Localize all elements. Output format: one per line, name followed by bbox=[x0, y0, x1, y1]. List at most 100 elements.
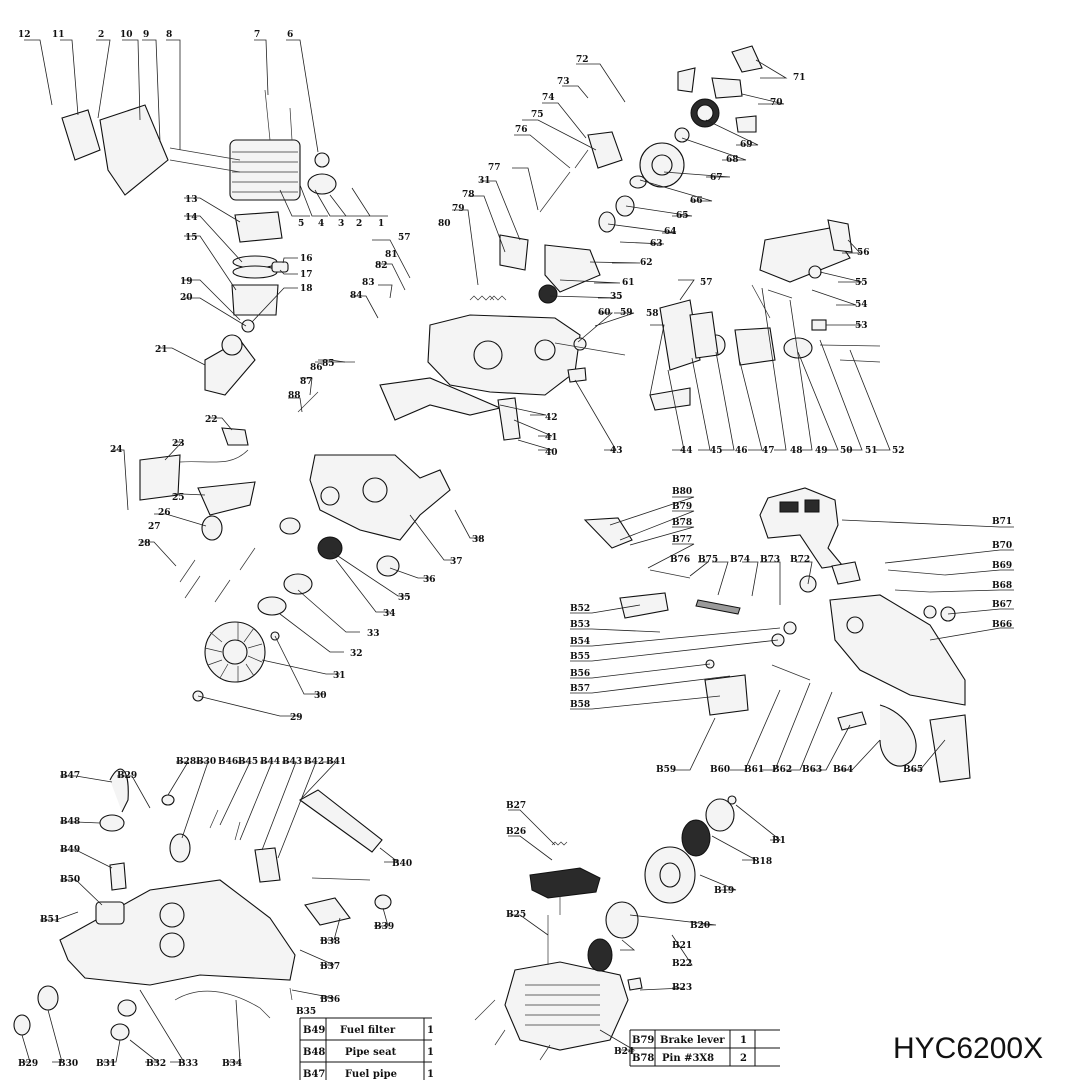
trigger bbox=[497, 397, 521, 441]
svg-text:B46: B46 bbox=[218, 757, 238, 767]
svg-text:17: 17 bbox=[300, 270, 313, 280]
rewind-spring-case bbox=[605, 901, 639, 939]
brake-lever bbox=[583, 517, 633, 549]
svg-text:23: 23 bbox=[172, 439, 185, 449]
brake-callouts: B80 B79 B78 B77 B76 B75 B74 B73 B72 B71 … bbox=[570, 487, 1014, 775]
svg-text:B57: B57 bbox=[570, 684, 590, 694]
svg-text:B66: B66 bbox=[992, 620, 1012, 630]
part-code: B48 bbox=[303, 1047, 325, 1058]
svg-text:35: 35 bbox=[610, 292, 623, 302]
chain-brake-assembly: B80 B79 B78 B77 B76 B75 B74 B73 B72 B71 … bbox=[570, 487, 1014, 783]
throttle-lockout bbox=[304, 897, 351, 926]
starter-assembly: B27 B26 B25 B24 B23 B22 B21 B20 B19 B18 … bbox=[474, 795, 786, 1061]
bearing-left bbox=[279, 517, 301, 535]
svg-text:B71: B71 bbox=[992, 517, 1012, 527]
worm-gear bbox=[615, 195, 635, 217]
adjuster-screw bbox=[887, 569, 946, 593]
spark-plug bbox=[314, 152, 330, 168]
model-label: HYC6200X bbox=[893, 1032, 1043, 1065]
oil-pump-shaft bbox=[539, 149, 589, 213]
svg-text:49: 49 bbox=[815, 446, 828, 456]
chain-guard bbox=[929, 714, 971, 783]
svg-text:55: 55 bbox=[855, 278, 868, 288]
part-code: B78 bbox=[632, 1053, 654, 1064]
svg-text:36: 36 bbox=[423, 575, 436, 585]
svg-text:26: 26 bbox=[158, 508, 171, 518]
brake-spring bbox=[695, 599, 741, 615]
oil-seal-right bbox=[376, 555, 400, 577]
svg-text:76: 76 bbox=[515, 125, 528, 135]
svg-text:5: 5 bbox=[298, 219, 304, 229]
front-handle bbox=[298, 789, 383, 853]
svg-text:65: 65 bbox=[676, 211, 689, 221]
svg-text:18: 18 bbox=[300, 284, 313, 294]
svg-text:40: 40 bbox=[545, 448, 558, 458]
svg-text:31: 31 bbox=[333, 671, 346, 681]
tension-spring-a bbox=[469, 295, 495, 301]
bar-stud-plate bbox=[837, 711, 867, 731]
svg-text:24: 24 bbox=[110, 445, 123, 455]
clutch-washer bbox=[257, 596, 287, 616]
svg-text:B30: B30 bbox=[196, 757, 216, 767]
handle-spring bbox=[551, 841, 568, 846]
svg-text:1: 1 bbox=[378, 219, 384, 229]
svg-text:B60: B60 bbox=[710, 765, 730, 775]
svg-text:64: 64 bbox=[664, 227, 677, 237]
bushing-a bbox=[783, 621, 797, 635]
starter-pawl bbox=[627, 977, 643, 991]
svg-text:53: 53 bbox=[855, 321, 868, 331]
svg-text:71: 71 bbox=[793, 73, 806, 83]
svg-text:B67: B67 bbox=[992, 600, 1012, 610]
svg-text:B65: B65 bbox=[903, 765, 923, 775]
svg-text:78: 78 bbox=[462, 190, 475, 200]
svg-text:B39: B39 bbox=[374, 922, 394, 932]
svg-text:B35: B35 bbox=[296, 1007, 316, 1017]
clutch-carburetor-assembly: 72 73 74 75 76 77 31 78 79 80 71 70 69 6… bbox=[288, 45, 905, 458]
svg-text:B31: B31 bbox=[96, 1059, 116, 1069]
svg-text:25: 25 bbox=[172, 493, 185, 503]
svg-text:B25: B25 bbox=[506, 910, 526, 920]
svg-text:34: 34 bbox=[383, 609, 396, 619]
pawl-plate bbox=[705, 798, 735, 832]
svg-text:88: 88 bbox=[288, 391, 301, 401]
svg-text:73: 73 bbox=[557, 77, 570, 87]
brake-spring-cover bbox=[619, 592, 669, 619]
filter-element bbox=[783, 337, 813, 359]
crankcase-housing bbox=[427, 314, 581, 396]
fuel-filter bbox=[109, 862, 127, 891]
svg-text:70: 70 bbox=[770, 98, 783, 108]
intake-flange bbox=[307, 173, 337, 195]
insulator-plate bbox=[689, 311, 719, 359]
svg-text:B76: B76 bbox=[670, 555, 690, 565]
fuel-tank-handle-assembly: B47 B29 B48 B49 B50 B51 B28 B30 B46 B45 … bbox=[13, 757, 412, 1069]
svg-text:56: 56 bbox=[857, 248, 870, 258]
svg-text:84: 84 bbox=[350, 291, 363, 301]
svg-text:4: 4 bbox=[318, 219, 324, 229]
bearing-right bbox=[317, 536, 343, 560]
svg-text:3: 3 bbox=[338, 219, 344, 229]
svg-text:75: 75 bbox=[531, 110, 544, 120]
svg-text:B59: B59 bbox=[656, 765, 676, 775]
pump-ring bbox=[629, 175, 647, 189]
pipe-seat bbox=[99, 814, 125, 832]
muffler-cover bbox=[99, 104, 169, 196]
svg-text:57: 57 bbox=[398, 233, 411, 243]
svg-text:32: 32 bbox=[350, 649, 363, 659]
engine-assembly: 12 11 2 10 9 8 7 6 1 2 3 4 5 13 14 15 16… bbox=[18, 30, 485, 723]
filter-pad bbox=[811, 319, 827, 331]
ignition-coil bbox=[139, 454, 181, 501]
svg-text:B26: B26 bbox=[506, 827, 526, 837]
svg-text:B58: B58 bbox=[570, 700, 590, 710]
fuel-pipe bbox=[109, 768, 129, 813]
parts-table-right: B79 Brake lever 1 B78 Pin #3X8 2 bbox=[629, 1029, 780, 1067]
svg-text:B54: B54 bbox=[570, 637, 590, 647]
svg-text:66: 66 bbox=[690, 196, 703, 206]
svg-text:B63: B63 bbox=[802, 765, 822, 775]
svg-text:83: 83 bbox=[362, 278, 375, 288]
table-row: B79 Brake lever 1 bbox=[632, 1035, 747, 1046]
svg-text:2: 2 bbox=[356, 219, 362, 229]
table-row: B48 Pipe seat 1 bbox=[303, 1047, 434, 1058]
svg-text:57: 57 bbox=[700, 278, 713, 288]
svg-text:2: 2 bbox=[98, 30, 104, 40]
